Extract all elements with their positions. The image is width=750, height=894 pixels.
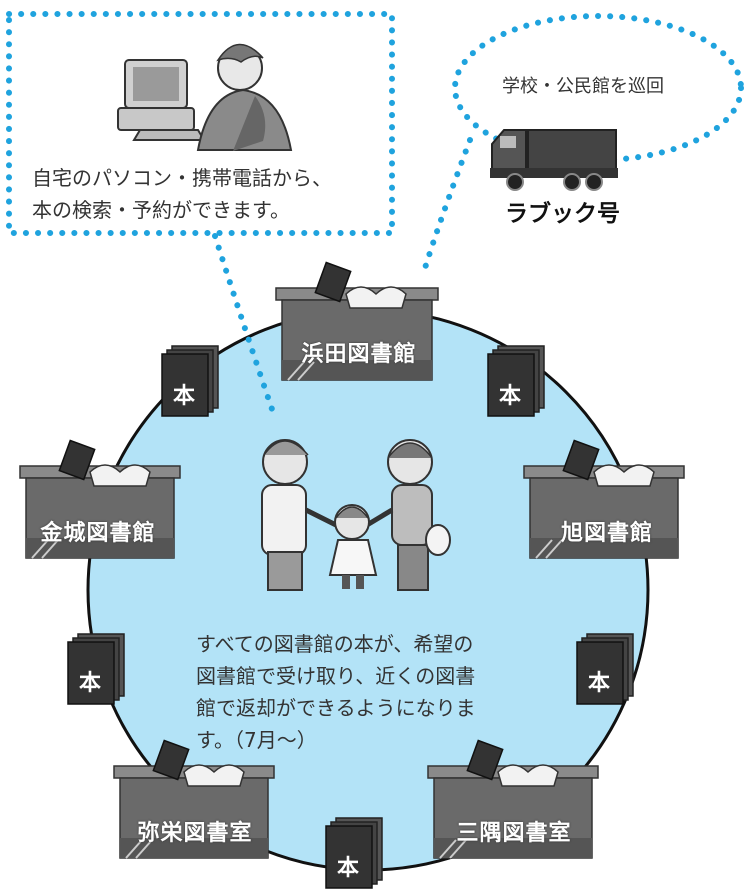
computer-user-illustration: [117, 43, 293, 151]
library-building-kinjo: [19, 439, 181, 559]
pc-box-border: [6, 11, 395, 236]
library-label-misumi: 三隅図書室: [456, 821, 572, 846]
library-building-asahi: [523, 439, 685, 559]
library-building-hamada: [275, 261, 439, 381]
connector-bubble: [422, 137, 473, 271]
book-stack-icon-3: [67, 633, 125, 705]
library-label-kinjo: 金城図書館: [40, 521, 156, 546]
pc-box-text-line1: 自宅のパソコン・携帯電話から、: [32, 166, 332, 190]
center-text-line2: 図書館で受け取り、近くの図書: [196, 664, 476, 688]
book-stack-icon-2: [487, 345, 545, 417]
book-label-2: 本: [498, 384, 521, 409]
book-stack-icon-4: [576, 633, 634, 705]
book-label-4: 本: [587, 671, 610, 696]
center-text-line3: 館で返却ができるようになりま: [196, 696, 476, 720]
book-label-1: 本: [172, 384, 195, 409]
library-label-yasaka: 弥栄図書室: [137, 821, 253, 846]
library-building-yasaka: [113, 739, 275, 859]
book-stack-icon-1: [161, 345, 219, 417]
truck-label: ラブック号: [505, 201, 620, 227]
route-bubble-text: 学校・公民館を巡回: [502, 76, 664, 97]
route-bubble-border: [452, 13, 744, 163]
library-building-misumi: [427, 739, 599, 859]
pc-box-text-line2: 本の検索・予約ができます。: [32, 198, 290, 222]
library-label-hamada: 浜田図書館: [301, 342, 417, 367]
book-label-3: 本: [78, 671, 101, 696]
center-text-line1: すべての図書館の本が、希望の: [196, 632, 474, 656]
center-text-line4: す。（7月〜）: [196, 728, 317, 752]
rabook-truck-icon: [490, 129, 618, 191]
book-stack-icon-5: [325, 817, 383, 889]
library-label-asahi: 旭図書館: [560, 521, 653, 546]
family-illustration: [261, 439, 451, 591]
connector-pc: [212, 233, 278, 421]
book-label-5: 本: [336, 856, 359, 881]
